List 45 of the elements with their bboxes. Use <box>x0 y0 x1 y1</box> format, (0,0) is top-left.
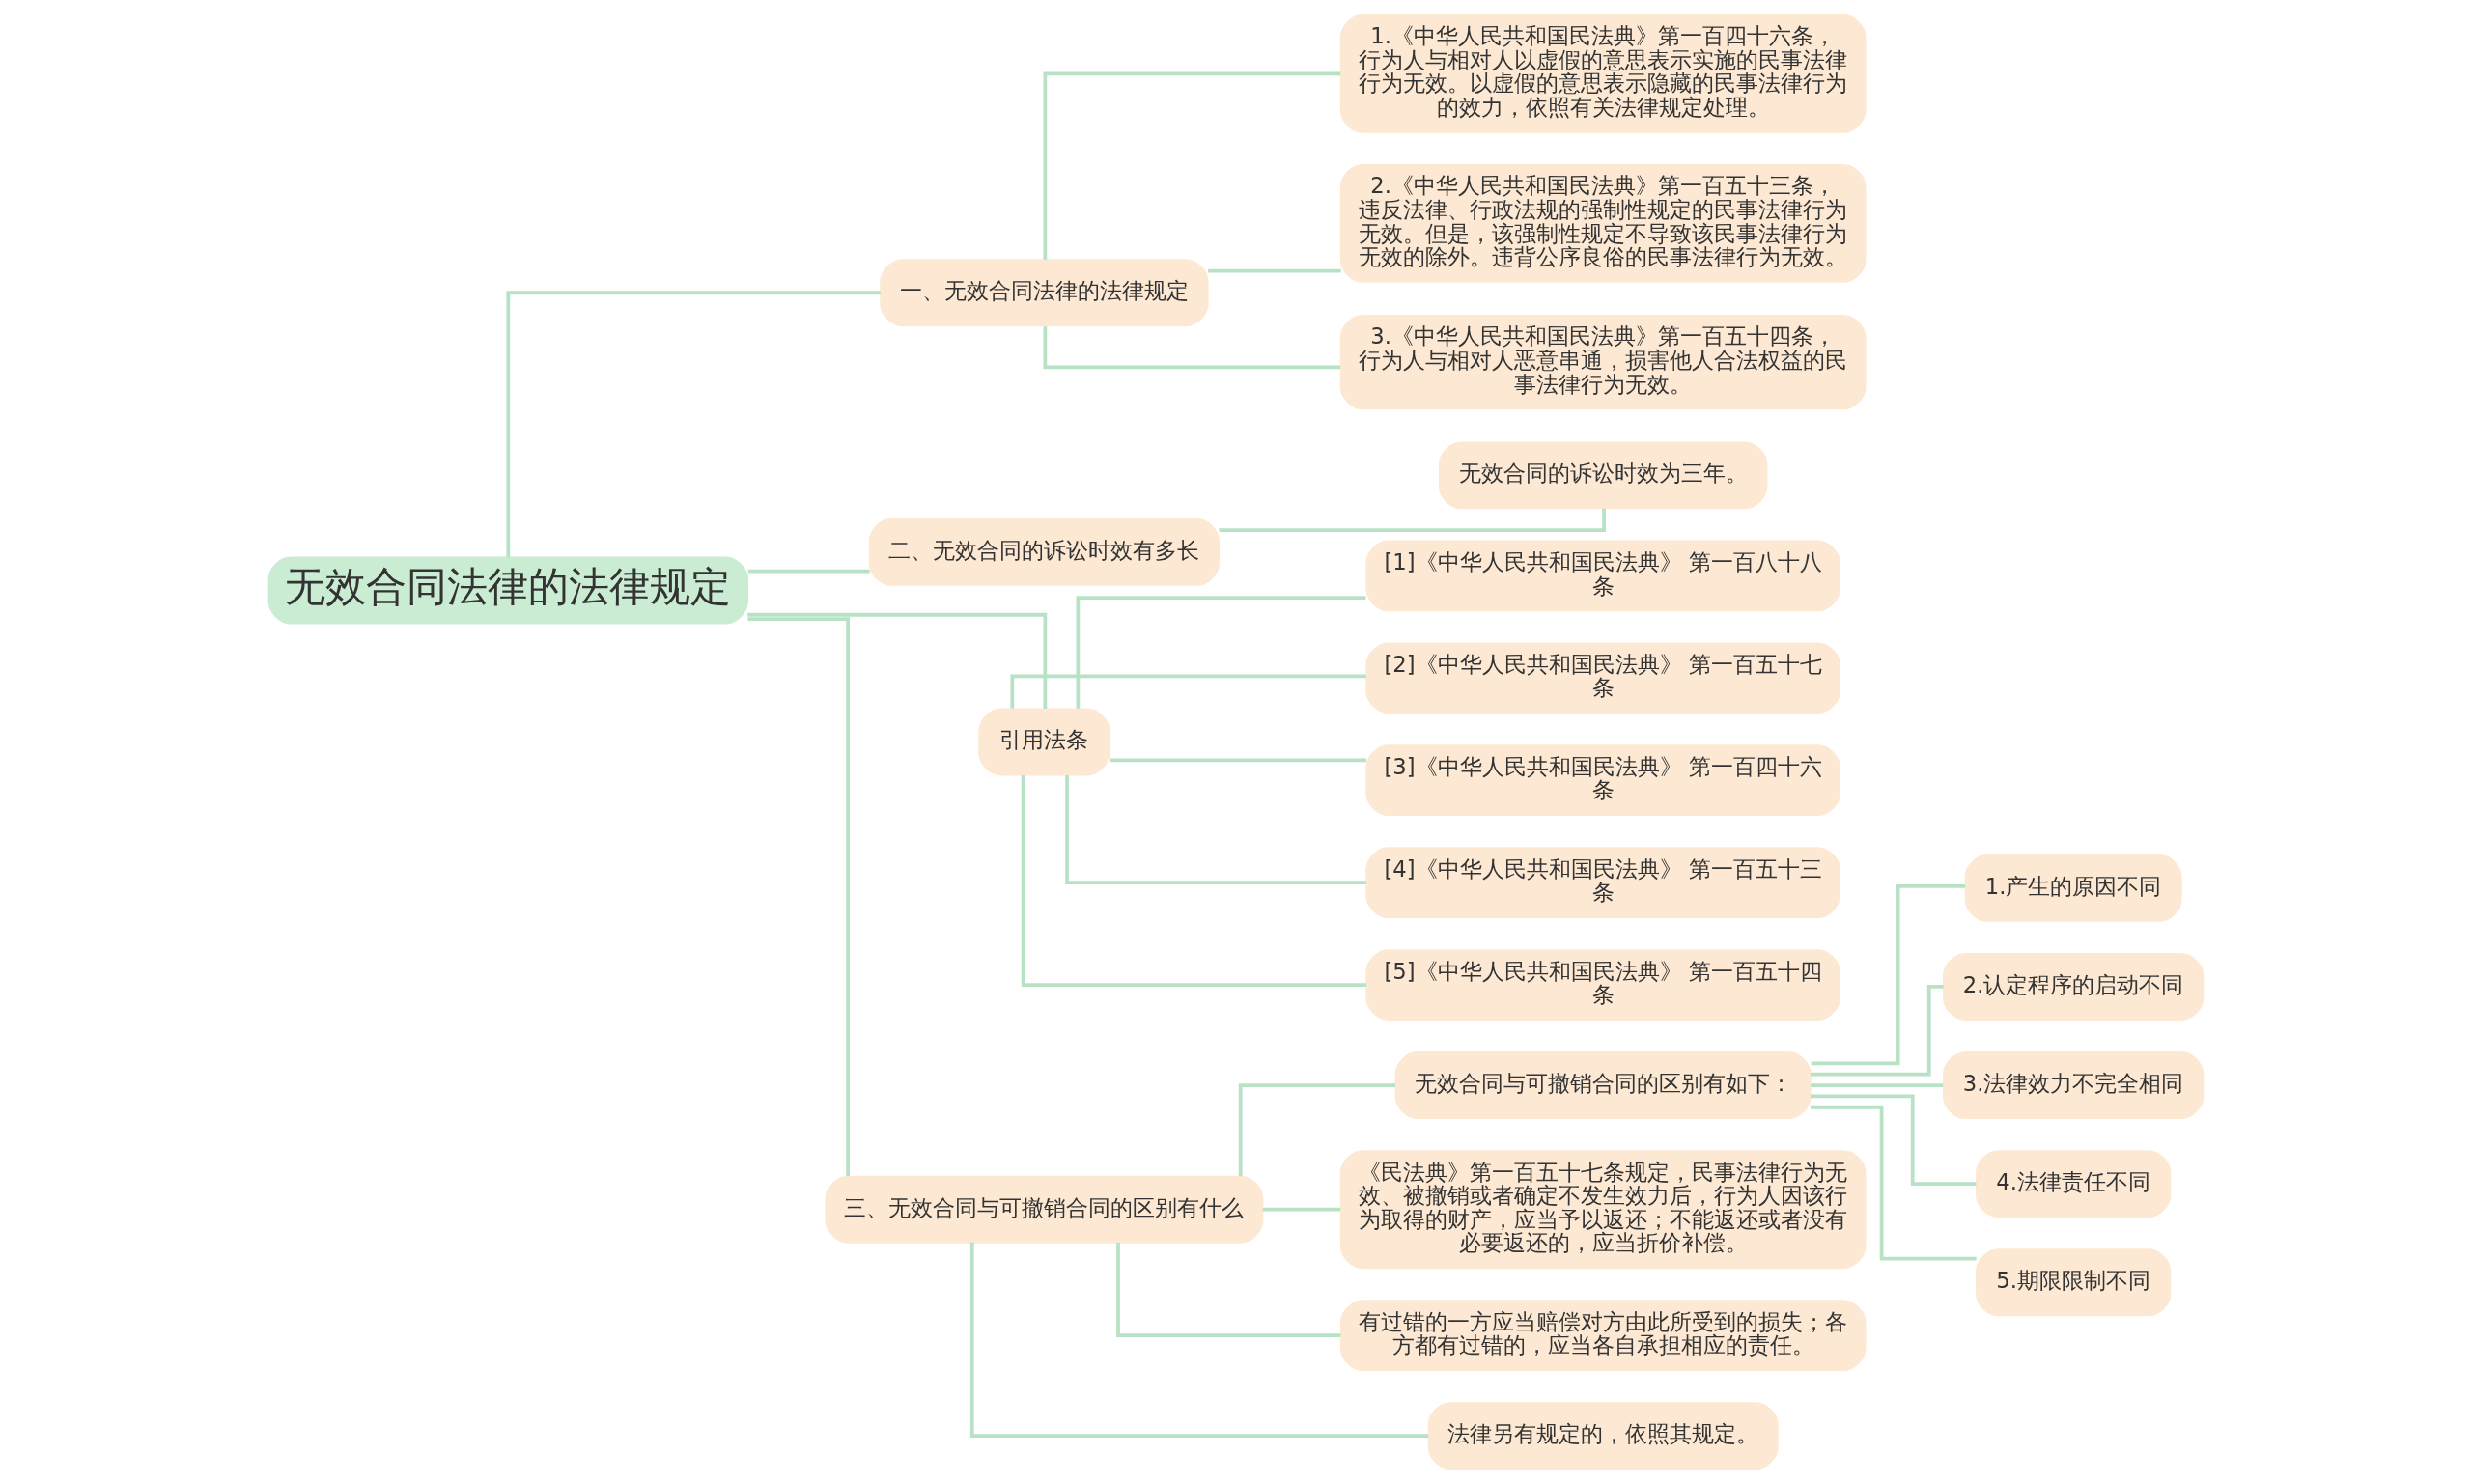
node-box: 2.《中华人民共和国民法典》第一百五十三条，违反法律、行政法规的强制性规定的民事法律行为无效。但是，该强制性规定不导致该民事法律行为无效的除外。违背公序良俗的民事法律行为无效。 <box>1339 163 1867 283</box>
connector <box>1810 1094 1977 1187</box>
node-box: [2]《中华人民共和国民法典》 第一百五十七条 <box>1365 642 1840 714</box>
node-box: [5]《中华人民共和国民法典》 第一百五十四条 <box>1365 949 1840 1021</box>
connector <box>1262 1207 1341 1212</box>
connector <box>747 617 850 1177</box>
connector <box>1219 508 1606 532</box>
connector <box>1043 71 1341 260</box>
node-box: 一、无效合同法律的法律规定 <box>880 259 1209 327</box>
connector <box>1811 1083 1944 1087</box>
connector <box>1021 774 1367 987</box>
node-box: [4]《中华人民共和国民法典》 第一百五十三条 <box>1365 847 1840 918</box>
connector <box>747 612 1048 709</box>
node-box: 有过错的一方应当赔偿对方由此所受到的损失；各方都有过错的，应当各自承担相应的责任。 <box>1339 1300 1867 1372</box>
connector <box>1810 985 1944 1077</box>
node-box: [1]《中华人民共和国民法典》 第一百八十八条 <box>1365 540 1840 612</box>
node-box: 三、无效合同与可撤销合同的区别有什么 <box>825 1175 1264 1244</box>
node-box: 《民法典》第一百五十七条规定，民事法律行为无效、被撤销或者确定不发生效力后，行为人因该行为取得的财产，应当予以返还；不能返还或者没有必要返还的，应当折价补偿。 <box>1339 1150 1867 1270</box>
node-box: 2.认定程序的启动不同 <box>1942 952 2205 1021</box>
connector <box>1811 1105 1977 1261</box>
node-box: 无效合同与可撤销合同的区别有如下： <box>1394 1051 1812 1120</box>
connector <box>1076 596 1366 709</box>
node-box: 3.法律效力不完全相同 <box>1942 1051 2205 1120</box>
connector <box>506 291 881 558</box>
node-box: 无效合同的诉讼时效为三年。 <box>1438 441 1768 510</box>
connector <box>1811 884 1966 1066</box>
node-box: 5.期限限制不同 <box>1975 1248 2172 1317</box>
node-box: 二、无效合同的诉讼时效有多长 <box>868 518 1220 586</box>
connector <box>1116 1242 1341 1338</box>
node-box: [3]《中华人民共和国民法典》 第一百四十六条 <box>1365 744 1840 817</box>
connector <box>1238 1083 1396 1177</box>
connector <box>1065 775 1367 884</box>
node-box: 无效合同法律的法律规定 <box>267 556 749 625</box>
node-box: 1.《中华人民共和国民法典》第一百四十六条，行为人与相对人以虚假的意思表示实施的民事法律行为无效。以虚假的意思表示隐藏的民事法律行为的效力，依照有关法律规定处理。 <box>1339 14 1867 133</box>
connector <box>1010 674 1366 709</box>
node-box: 1.产生的原因不同 <box>1964 854 2182 922</box>
connector <box>1208 268 1341 273</box>
node-box: 3.《中华人民共和国民法典》第一百五十四条，行为人与相对人恶意串通，损害他人合法权益的民事法律行为无效。 <box>1339 314 1867 410</box>
node-box: 4.法律责任不同 <box>1975 1150 2172 1218</box>
connector <box>1043 326 1341 370</box>
node-box: 法律另有规定的，依照其规定。 <box>1427 1402 1779 1470</box>
node-box: 引用法条 <box>978 708 1110 776</box>
connector <box>969 1242 1428 1439</box>
connector <box>1109 758 1366 763</box>
connector <box>747 569 870 574</box>
